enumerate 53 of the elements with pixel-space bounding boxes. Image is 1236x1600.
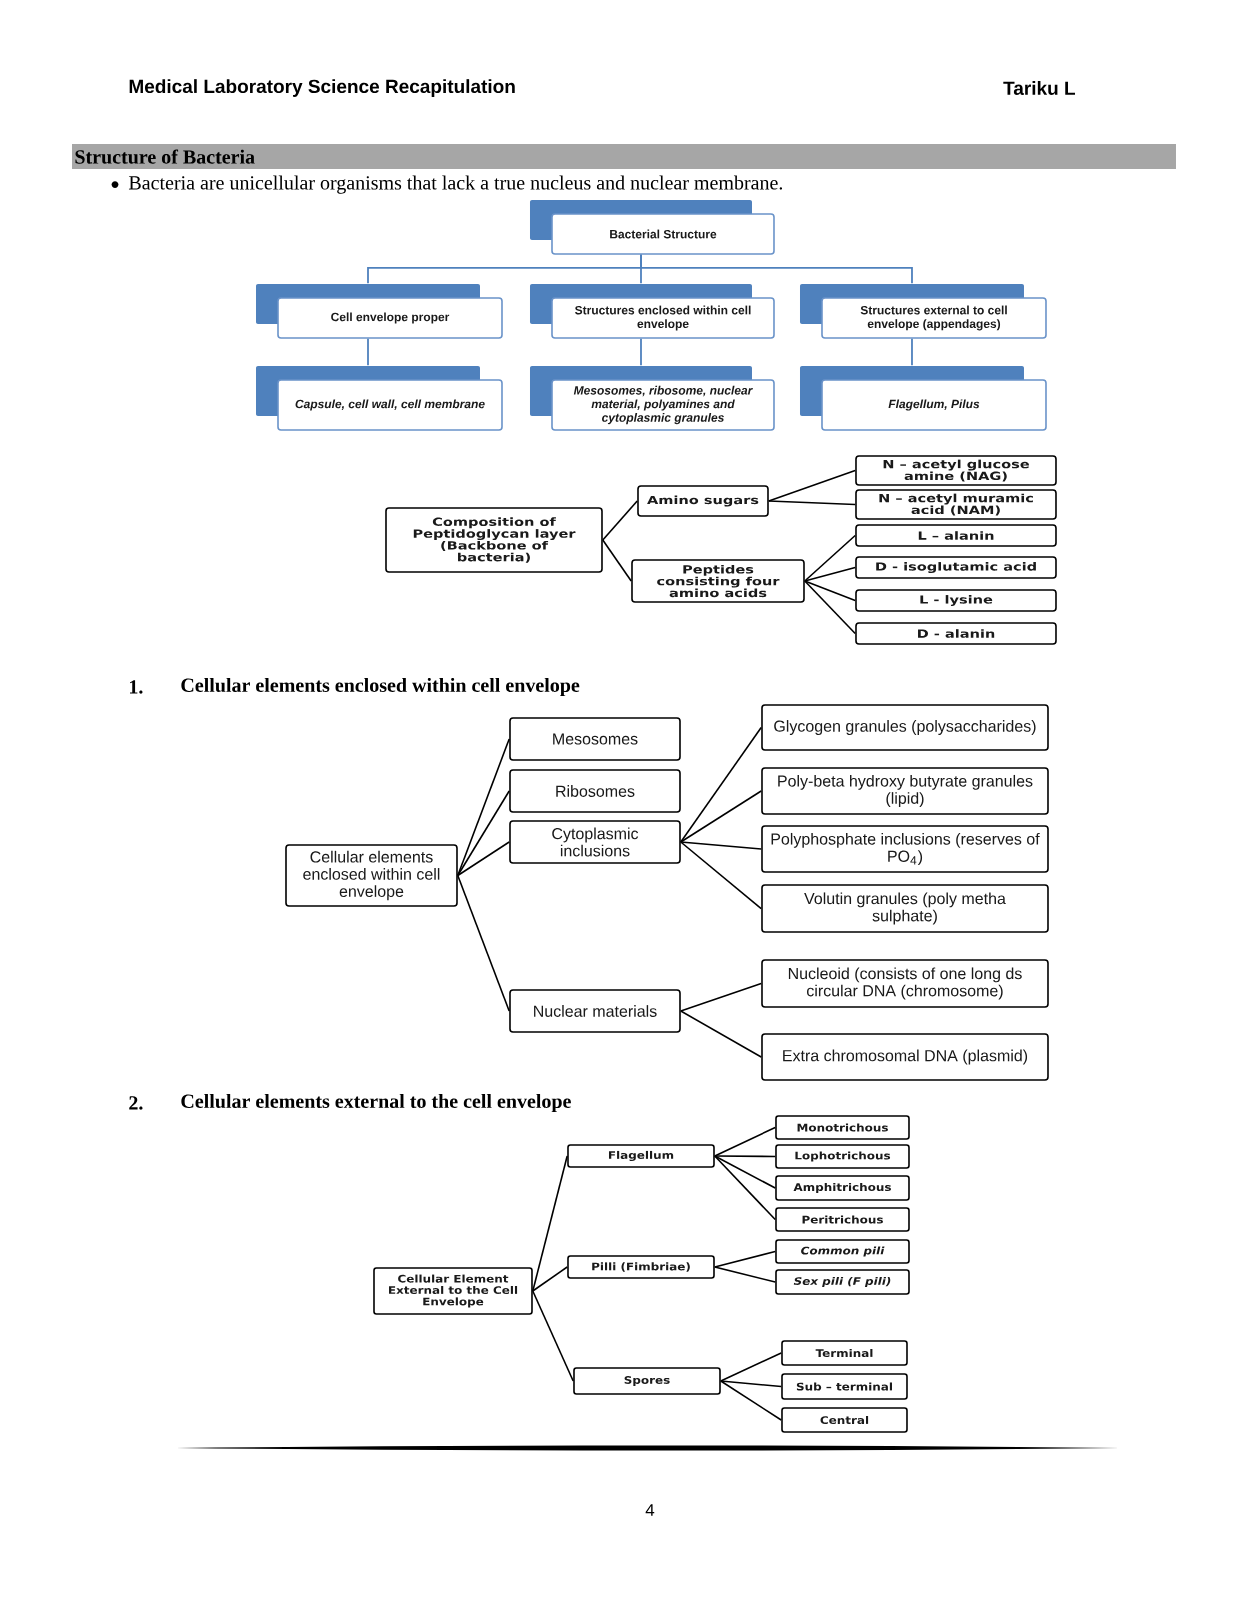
connector-line: [714, 1266, 776, 1283]
list-number: 1.: [130, 680, 143, 694]
tree-box: Extra chromosomal DNA (plasmid): [761, 1033, 1049, 1081]
connector-line: [804, 580, 856, 602]
connector-line: [680, 982, 762, 1012]
tree-box: Nucleoid (consists of one long ds circular DNA (chromosome): [761, 959, 1049, 1008]
section-heading: Structure of Bacteria: [72, 144, 1176, 169]
connector-line: [457, 874, 510, 1012]
connector-line: [680, 841, 762, 910]
page-number: 4: [645, 1504, 655, 1516]
tree-box: Cytoplasmic inclusions: [509, 820, 681, 864]
tree-box: Ribosomes: [509, 769, 681, 813]
connector-line: [768, 469, 856, 502]
numbered-heading: Cellular elements enclosed within cell envelope: [181, 677, 580, 697]
header-title: Medical Laboratory Science Recapitulation: [129, 79, 515, 97]
connector-line: [804, 580, 856, 635]
tree-box: Cellular elements enclosed within cell envelope: [285, 844, 458, 907]
connector-line: [714, 1155, 776, 1158]
connector-line: [804, 534, 856, 582]
connector-line: [714, 1155, 776, 1221]
connector-line: [532, 1290, 574, 1382]
connector-line: [640, 253, 913, 285]
tree-box: Mesosomes: [509, 717, 681, 761]
connector-line: [457, 841, 510, 877]
connector-line: [714, 1155, 776, 1189]
connector-line: [532, 1266, 568, 1292]
tree-box: Polyphosphate inclusions (reserves of PO$_{4}$): [761, 825, 1049, 873]
connector-line: [602, 539, 632, 582]
connector-line: [911, 337, 913, 367]
connector-line: [720, 1352, 782, 1382]
connector-line: [714, 1250, 776, 1268]
tree-box: Nuclear materials: [509, 989, 681, 1033]
connector-line: [804, 566, 856, 582]
connector-line: [367, 337, 369, 367]
numbered-heading: Cellular elements external to the cell envelope: [181, 1093, 571, 1113]
connector-line: [680, 726, 762, 843]
tree-box: Volutin granules (poly metha sulphate): [761, 884, 1049, 933]
tree-box: Poly-beta hydroxy butyrate granules (lipid): [761, 767, 1049, 815]
connector-line: [457, 738, 510, 877]
connector-line: [680, 841, 762, 850]
connector-line: [680, 790, 762, 843]
connector-line: [602, 500, 638, 541]
connector-line: [532, 1155, 568, 1292]
list-number: 2.: [129, 1096, 143, 1110]
connector-line: [457, 790, 510, 877]
connector-line: [720, 1380, 782, 1388]
connector-line: [714, 1126, 776, 1157]
connector-line: [680, 1010, 762, 1058]
connector-line: [640, 337, 642, 367]
connector-line: [768, 500, 856, 506]
connector-line: [720, 1380, 782, 1421]
header-author: Tariku L: [1003, 81, 1075, 95]
tree-box: Glycogen granules (polysaccharides): [761, 704, 1049, 751]
